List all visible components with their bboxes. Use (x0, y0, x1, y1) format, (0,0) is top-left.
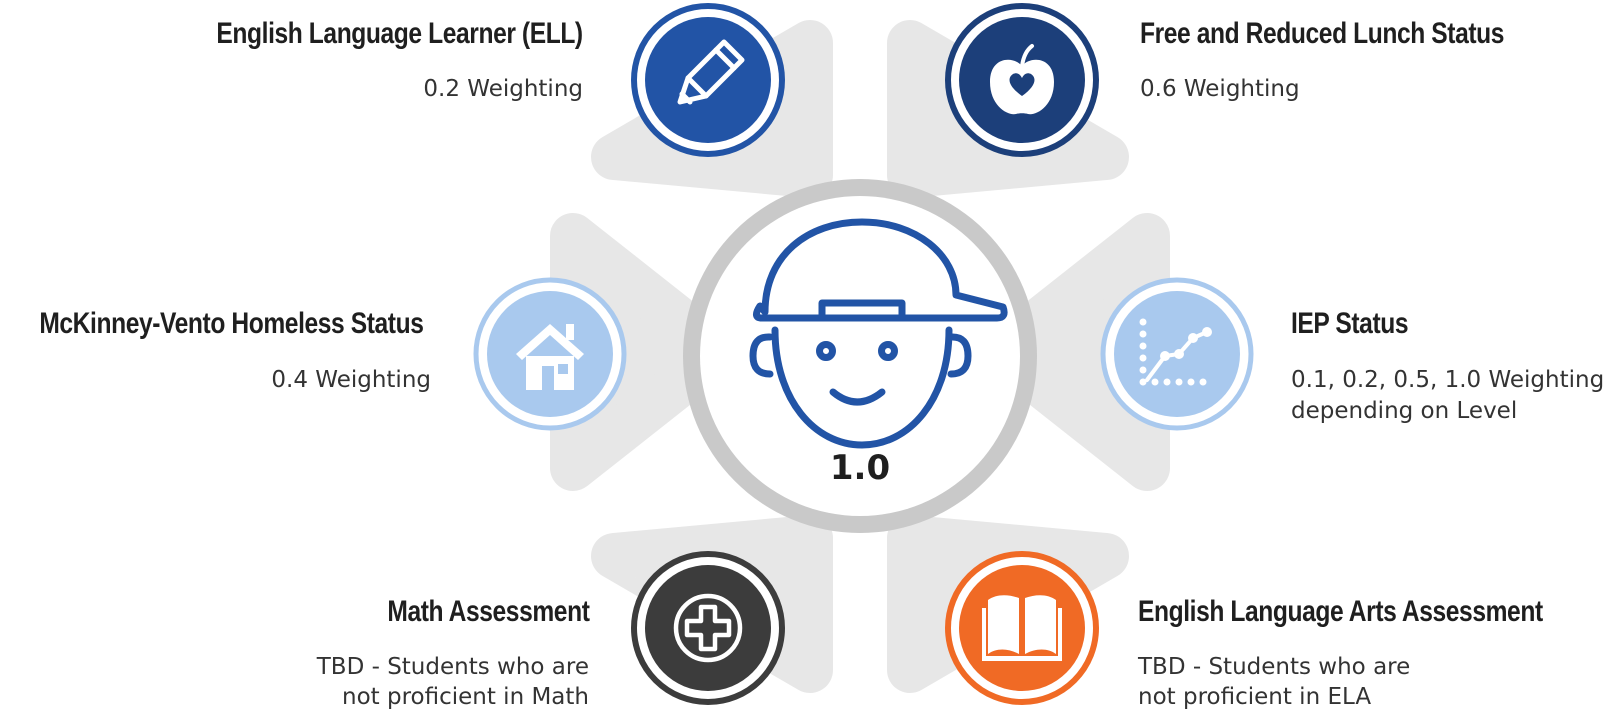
ell-description-line: 0.2 Weighting (423, 76, 583, 102)
apple-heart-icon (990, 44, 1054, 115)
open-book-icon (982, 595, 1062, 661)
lunch-title: Free and Reduced Lunch Status (1140, 17, 1505, 50)
ela-description-line-1: TBD - Students who are (1138, 654, 1411, 680)
iep-description-line-1: 0.1, 0.2, 0.5, 1.0 Weighting (1291, 367, 1605, 393)
homeless-title: McKinney-Vento Homeless Status (38, 307, 424, 340)
student-face-icon (749, 218, 1008, 449)
pencil-badge (631, 3, 785, 157)
pencil-icon (677, 39, 745, 105)
growth-chart-icon (1139, 318, 1212, 386)
ell-title: English Language Learner (ELL) (216, 17, 584, 50)
iep-title: IEP Status (1291, 307, 1409, 340)
plus-icon (673, 593, 743, 663)
open-book-badge (945, 551, 1099, 705)
growth-chart-badge (1100, 277, 1254, 431)
math-description-line-1: TBD - Students who are (316, 654, 589, 680)
math-title: Math Assessment (386, 595, 590, 628)
ela-description-line-2: not proficient in ELA (1138, 684, 1372, 710)
homeless-description-line: 0.4 Weighting (271, 367, 431, 393)
center-circle (700, 196, 1020, 516)
plus-badge (631, 551, 785, 705)
center-weight-value: 1.0 (829, 448, 891, 488)
lunch-description-line: 0.6 Weighting (1140, 76, 1300, 102)
house-badge (473, 277, 627, 431)
iep-description-line-2: depending on Level (1291, 398, 1518, 424)
apple-heart-badge (945, 3, 1099, 157)
ela-title: English Language Arts Assessment (1138, 595, 1543, 628)
math-description-line-2: not proficient in Math (342, 684, 589, 710)
